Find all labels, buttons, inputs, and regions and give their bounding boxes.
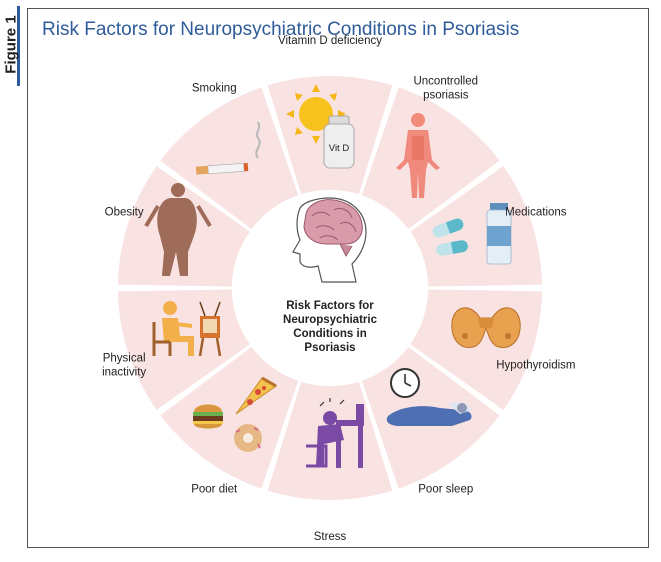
pills-and-vial-icon xyxy=(432,203,512,265)
factor-label: Stress xyxy=(314,531,347,543)
figure-tab: Figure 1 xyxy=(2,6,20,86)
factor-label: Poor sleep xyxy=(418,484,473,496)
factor-label: Hypothyroidism xyxy=(496,360,575,372)
center-circle xyxy=(232,190,428,386)
factor-label: Vitamin D deficiency xyxy=(278,35,382,47)
factor-label: Obesity xyxy=(105,206,144,218)
sun-and-vitamin-bottle-icon: Vit D xyxy=(286,84,355,169)
factor-label: Medications xyxy=(505,206,567,218)
junk-food-icon xyxy=(193,376,277,452)
stressed-person-icon xyxy=(306,398,364,468)
factor-label: Poor diet xyxy=(191,484,238,496)
thyroid-icon xyxy=(451,307,521,348)
cigarette-icon xyxy=(195,121,261,175)
ring-segment xyxy=(160,87,299,230)
inflamed-body-icon xyxy=(396,113,440,198)
factor-label: Smoking xyxy=(192,82,237,94)
obese-person-icon xyxy=(144,183,212,276)
vit-d-bottle-label: Vit D xyxy=(329,143,350,154)
figure-title: Risk Factors for Neuropsychiatric Condit… xyxy=(42,19,520,40)
clock-and-sleeping-person-icon xyxy=(386,368,472,426)
person-watching-tv-icon xyxy=(152,301,222,357)
brain-head-icon xyxy=(292,197,367,283)
